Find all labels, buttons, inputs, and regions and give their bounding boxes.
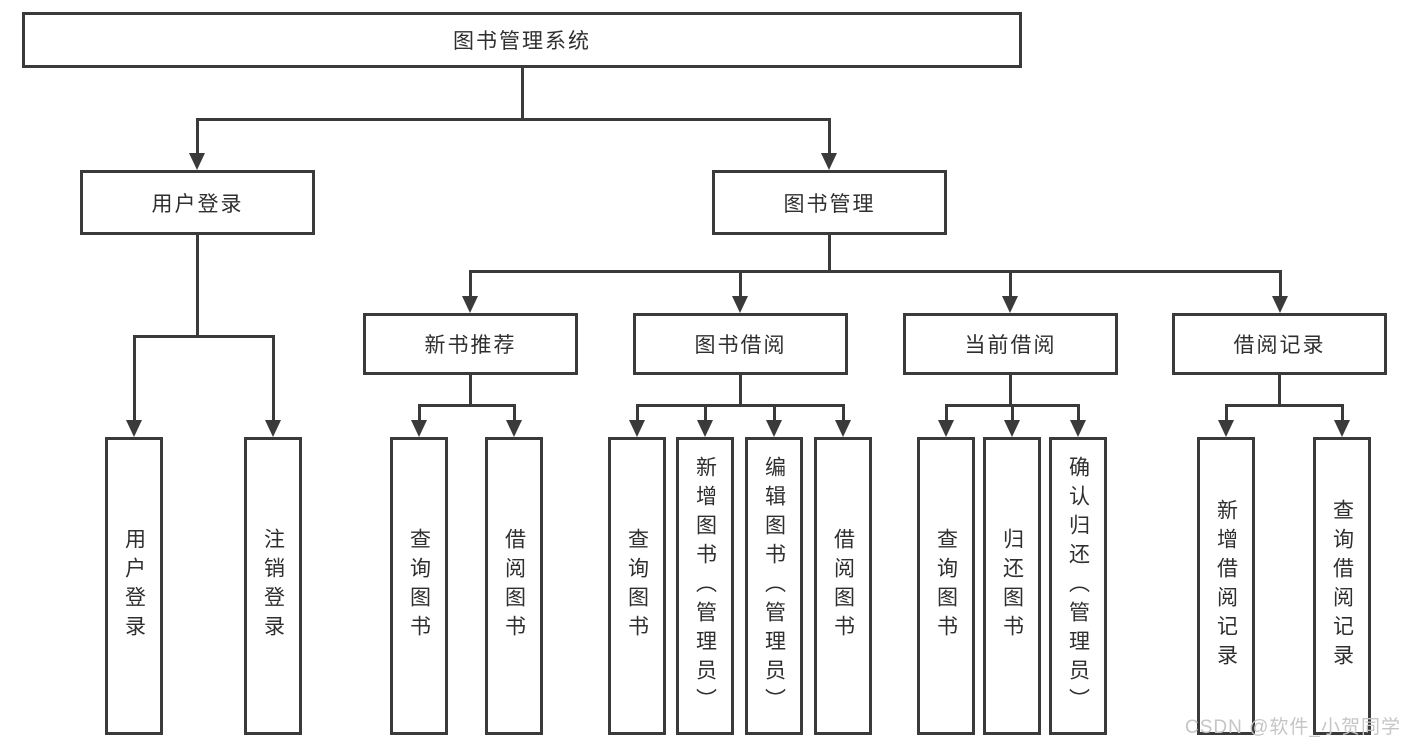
connector-line [828, 118, 831, 154]
leaf-query-books: 查询图书 [917, 437, 975, 735]
node-book-management: 图书管理 [712, 170, 947, 235]
connector-line [1341, 404, 1344, 421]
leaf-label: 归还图书 [1000, 528, 1024, 644]
connector-line [1011, 404, 1014, 421]
connector-line [418, 404, 421, 421]
leaf-label: 查询图书 [625, 528, 649, 644]
arrowhead-icon [265, 420, 281, 437]
arrowhead-icon [835, 420, 851, 437]
node-user-login: 用户登录 [80, 170, 315, 235]
arrowhead-icon [938, 420, 954, 437]
node-label: 用户登录 [151, 192, 244, 216]
leaf-label: 查询图书 [934, 528, 958, 644]
leaf-borrow-books: 借阅图书 [485, 437, 543, 735]
connector-line [945, 404, 948, 421]
connector-line [1278, 375, 1281, 406]
node-label: 新书推荐 [424, 334, 517, 357]
leaf-query-books: 查询图书 [608, 437, 666, 735]
connector-line [636, 404, 639, 421]
connector-line [196, 235, 199, 337]
arrowhead-icon [126, 420, 142, 437]
node-label: 图书借阅 [694, 334, 787, 357]
arrowhead-icon [189, 153, 205, 170]
leaf-label: 编辑图书（管理员） [762, 455, 786, 717]
arrowhead-icon [697, 420, 713, 437]
arrowhead-icon [1002, 296, 1018, 313]
connector-line [773, 404, 776, 421]
node-new-book-recommend: 新书推荐 [363, 313, 578, 375]
connector-line [1225, 404, 1344, 407]
node-library-management-system: 图书管理系统 [22, 12, 1022, 68]
leaf-label: 查询借阅记录 [1330, 499, 1354, 673]
connector-line [469, 270, 1281, 273]
connector-line [196, 118, 830, 121]
connector-line [1077, 404, 1080, 421]
node-label: 图书管理 [783, 192, 876, 216]
node-label: 借阅记录 [1233, 334, 1326, 357]
arrowhead-icon [766, 420, 782, 437]
leaf-query-borrow-record: 查询借阅记录 [1313, 437, 1371, 735]
node-current-borrowing: 当前借阅 [903, 313, 1118, 375]
connector-line [636, 404, 845, 407]
connector-line [1009, 375, 1012, 406]
leaf-query-books: 查询图书 [390, 437, 448, 735]
arrowhead-icon [1334, 420, 1350, 437]
connector-line [196, 118, 199, 154]
connector-line [739, 375, 742, 406]
node-label: 当前借阅 [964, 334, 1057, 357]
node-borrowing-records: 借阅记录 [1172, 313, 1387, 375]
connector-line [739, 270, 742, 297]
connector-line [1279, 270, 1282, 297]
connector-line [133, 335, 136, 421]
arrowhead-icon [1004, 420, 1020, 437]
leaf-return-book: 归还图书 [983, 437, 1041, 735]
arrowhead-icon [821, 153, 837, 170]
leaf-label: 确认归还（管理员） [1066, 455, 1090, 717]
leaf-add-borrow-record: 新增借阅记录 [1197, 437, 1255, 735]
arrowhead-icon [1218, 420, 1234, 437]
connector-line [469, 375, 472, 406]
leaf-label: 用户登录 [122, 528, 146, 644]
csdn-watermark: CSDN @软件_小贺同学 [1185, 717, 1401, 738]
leaf-label: 查询图书 [407, 528, 431, 644]
arrowhead-icon [629, 420, 645, 437]
connector-line [513, 404, 516, 421]
leaf-logout: 注销登录 [244, 437, 302, 735]
leaf-add-book-admin: 新增图书（管理员） [676, 437, 734, 735]
leaf-label: 借阅图书 [831, 528, 855, 644]
connector-line [842, 404, 845, 421]
connector-line [521, 68, 524, 118]
leaf-confirm-return-admin: 确认归还（管理员） [1049, 437, 1107, 735]
node-label: 图书管理系统 [453, 30, 591, 53]
leaf-edit-book-admin: 编辑图书（管理员） [745, 437, 803, 735]
leaf-label: 注销登录 [261, 528, 285, 644]
leaf-label: 新增图书（管理员） [693, 455, 717, 717]
arrowhead-icon [411, 420, 427, 437]
leaf-borrow-books: 借阅图书 [814, 437, 872, 735]
arrowhead-icon [462, 296, 478, 313]
arrowhead-icon [1070, 420, 1086, 437]
connector-line [469, 270, 472, 297]
arrowhead-icon [1272, 296, 1288, 313]
node-book-borrowing: 图书借阅 [633, 313, 848, 375]
leaf-label: 新增借阅记录 [1214, 499, 1238, 673]
connector-line [1225, 404, 1228, 421]
connector-line [704, 404, 707, 421]
connector-line [133, 335, 275, 338]
connector-line [828, 235, 831, 273]
connector-line [1009, 270, 1012, 297]
connector-line [418, 404, 516, 407]
leaf-user-login: 用户登录 [105, 437, 163, 735]
arrowhead-icon [732, 296, 748, 313]
arrowhead-icon [506, 420, 522, 437]
connector-line [272, 335, 275, 421]
leaf-label: 借阅图书 [502, 528, 526, 644]
